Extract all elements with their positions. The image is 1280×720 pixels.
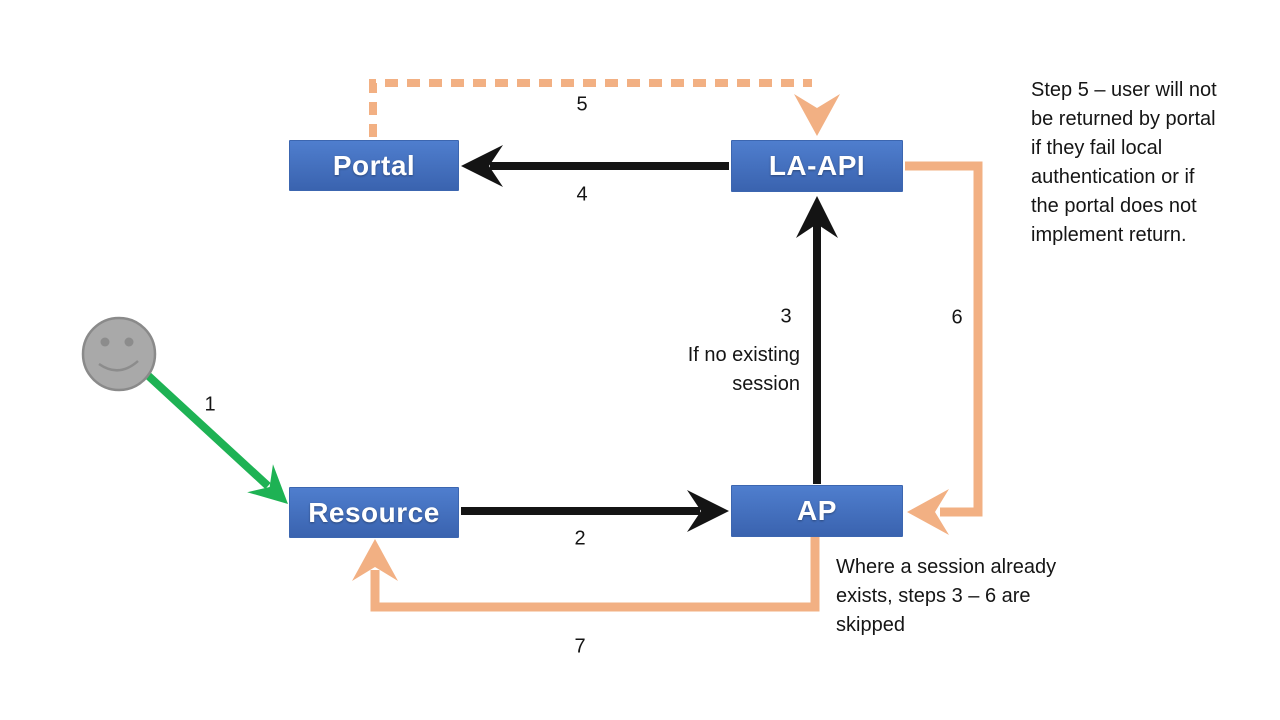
step-2-label: 2 — [574, 527, 586, 550]
node-la-api: LA-API — [731, 140, 903, 192]
no-existing-session-note: If no existing session — [687, 344, 800, 395]
node-portal: Portal — [289, 140, 459, 191]
step-2-arrow — [461, 490, 729, 532]
smiley-right-eye — [124, 337, 134, 347]
step-6-arrow — [905, 161, 983, 535]
step-3-arrow — [796, 196, 838, 484]
step-4-arrow — [461, 145, 729, 187]
step-7-label: 7 — [574, 635, 586, 658]
smiley-face-icon — [81, 316, 157, 392]
node-resource: Resource — [289, 487, 459, 538]
existing-session-note: Where a session already exists, steps 3 … — [836, 556, 1057, 636]
step-5-label: 5 — [576, 93, 588, 116]
step-1-label: 1 — [204, 393, 216, 416]
step-3-label: 3 — [780, 305, 792, 328]
node-ap: AP — [731, 485, 903, 537]
step-4-label: 4 — [576, 183, 588, 206]
smiley-mouth — [98, 360, 139, 372]
step5-side-note: Step 5 – user will not be returned by po… — [1031, 79, 1217, 246]
step-7-arrow — [352, 537, 820, 612]
smiley-left-eye — [100, 337, 110, 347]
step-6-label: 6 — [951, 306, 963, 329]
step-1-arrow — [139, 367, 288, 504]
step-5-arrow — [369, 79, 840, 137]
